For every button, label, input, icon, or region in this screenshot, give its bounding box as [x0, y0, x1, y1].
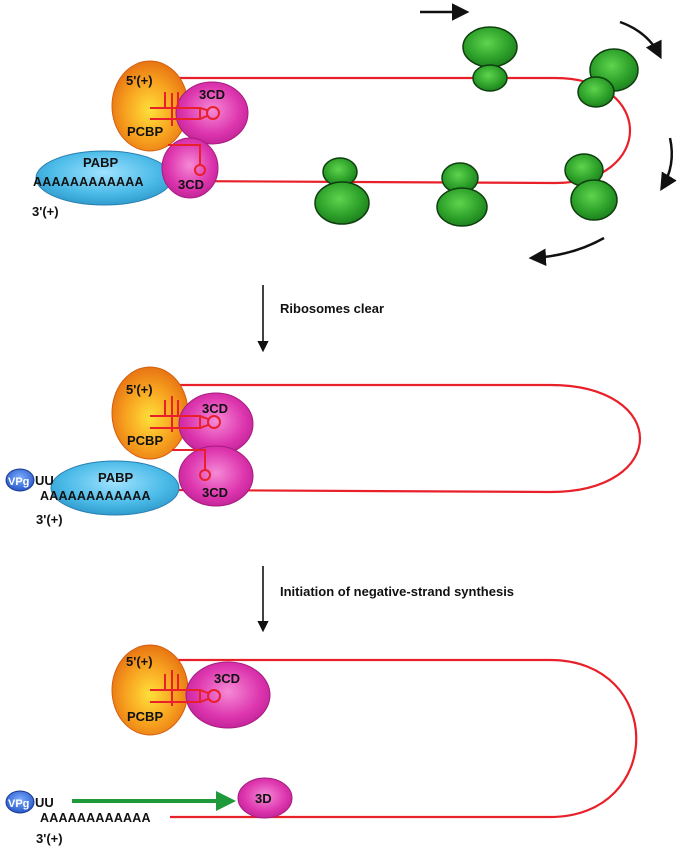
cd3-label-bottom: 3CD [178, 177, 204, 192]
polya-sequence: AAAAAAAAAAAA [40, 489, 151, 503]
pabp-protein [50, 460, 180, 516]
arrow-down-icon [660, 137, 677, 191]
arrow-curve-icon [619, 20, 662, 60]
cd3-label-top: 3CD [202, 401, 228, 416]
step-caption-initiation: Initiation of negative-strand synthesis [280, 584, 514, 599]
cloverleaf-structure [150, 396, 221, 481]
pabp-label: PABP [83, 155, 118, 170]
pabp-label: PABP [98, 470, 133, 485]
three-prime-label: 3'(+) [36, 831, 63, 846]
vpg-label: VPg [8, 476, 29, 488]
pcbp-label: PCBP [127, 709, 163, 724]
five-prime-label: 5'(+) [126, 654, 153, 669]
three-prime-label: 3'(+) [32, 204, 59, 219]
five-prime-label: 5'(+) [126, 73, 153, 88]
uu-label: UU [35, 795, 54, 810]
ribosomes [314, 26, 639, 227]
panel-initiation: 5'(+) PCBP 3CD VPg UU 3D AAAAAAAAAAAA 3'… [5, 644, 638, 846]
polymerase-3d [237, 777, 293, 819]
ribosome [314, 157, 370, 225]
cd3-protein-bottom [178, 445, 254, 507]
panel-circularized: VPg UU 5'(+) PCBP 3CD 3CD PABP AAAAAAAAA… [5, 366, 641, 527]
ribosome [564, 153, 618, 221]
polya-sequence: AAAAAAAAAAAA [33, 175, 144, 189]
panel-translation: 5'(+) PCBP 3CD 3CD PABP AAAAAAAAAAAA 3'(… [32, 3, 677, 267]
arrow-left-icon [528, 236, 605, 267]
vpg-label: VPg [8, 798, 29, 810]
ribosome [436, 162, 488, 227]
cloverleaf-structure [150, 670, 221, 706]
five-prime-label: 5'(+) [126, 382, 153, 397]
polymerase-label: 3D [255, 791, 272, 806]
vpg-protein [5, 790, 35, 814]
rna-strand [170, 383, 641, 494]
cd3-label: 3CD [214, 671, 240, 686]
ribosome [462, 26, 518, 92]
cd3-protein [185, 661, 271, 729]
rna-strand [170, 658, 638, 819]
uu-label: UU [35, 473, 54, 488]
three-prime-label: 3'(+) [36, 512, 63, 527]
cloverleaf-structure [150, 92, 220, 176]
vpg-protein [5, 468, 35, 492]
cd3-label-top: 3CD [199, 87, 225, 102]
direction-arrows [420, 3, 677, 267]
cd3-label-bottom: 3CD [202, 485, 228, 500]
cd3-protein-bottom [161, 137, 219, 199]
polya-sequence: AAAAAAAAAAAA [40, 811, 151, 825]
pcbp-label: PCBP [127, 433, 163, 448]
pcbp-label: PCBP [127, 124, 163, 139]
step-caption-ribosomes-clear: Ribosomes clear [280, 301, 384, 316]
cd3-protein-top [175, 81, 249, 145]
ribosome [577, 48, 639, 108]
